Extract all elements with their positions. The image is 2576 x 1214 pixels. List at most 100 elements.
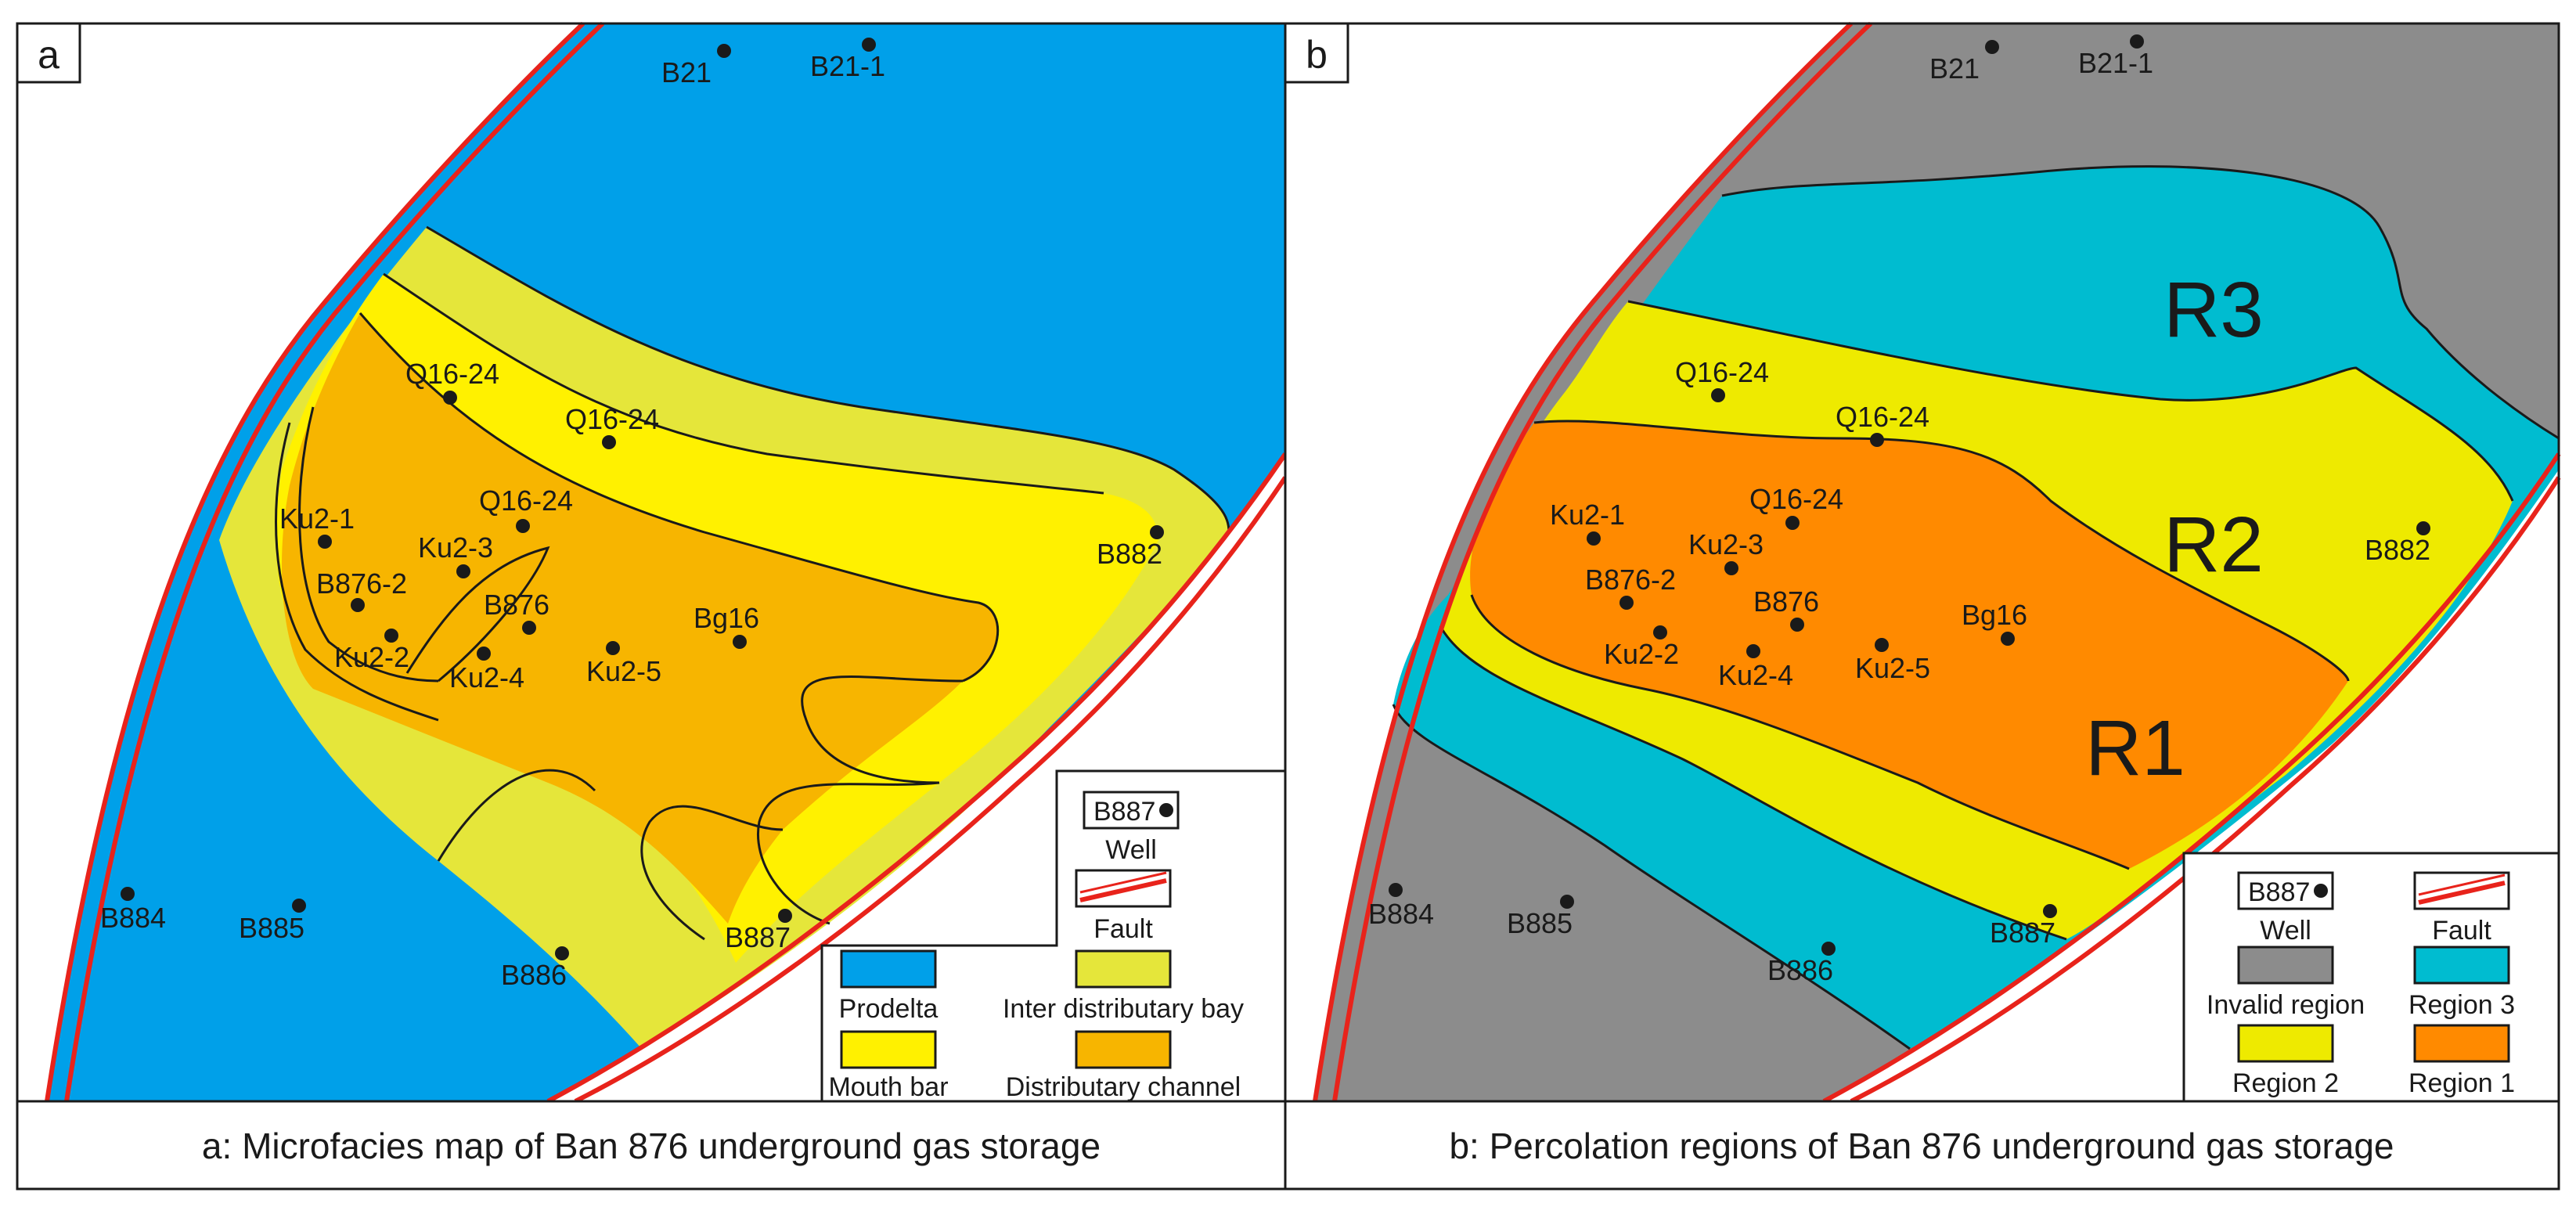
legend-swatch-invalid-region	[2237, 946, 2334, 985]
svg-text:B884: B884	[100, 902, 166, 934]
legend-swatch-distributary-channel	[1075, 1030, 1172, 1069]
svg-text:Q16-24: Q16-24	[565, 403, 659, 435]
well-marker[interactable]: B882	[1097, 525, 1164, 570]
legend-swatch-region2	[2237, 1024, 2334, 1063]
well-marker[interactable]: B21	[1929, 40, 1999, 85]
svg-text:Ku2-2: Ku2-2	[334, 641, 409, 673]
well-marker[interactable]: B886	[501, 946, 569, 991]
well-marker[interactable]: Ku2-5	[586, 641, 661, 687]
well-marker[interactable]: B21	[661, 44, 731, 88]
svg-text:Ku2-5: Ku2-5	[1855, 652, 1930, 684]
svg-text:Distributary channel: Distributary channel	[1006, 1072, 1241, 1102]
well-marker[interactable]: Ku2-3	[1688, 528, 1764, 575]
panel-b-letter-box	[1284, 22, 1349, 84]
fault-lines-b	[1313, 21, 2561, 1104]
svg-text:Region 1: Region 1	[2408, 1068, 2515, 1098]
well-marker[interactable]: B885	[239, 899, 306, 944]
svg-text:B885: B885	[1507, 907, 1573, 939]
region1-area	[1470, 420, 2348, 869]
panel-a: a B21 B21-1 Q16-24 Q16-24 Q16-24 Ku2-1 K…	[16, 21, 1288, 1191]
svg-text:B876-2: B876-2	[1585, 564, 1676, 596]
svg-text:B21-1: B21-1	[810, 50, 885, 82]
svg-text:Prodelta: Prodelta	[839, 994, 939, 1024]
well-marker[interactable]: Ku2-4	[449, 647, 524, 693]
well-marker[interactable]: Ku2-5	[1855, 638, 1930, 684]
well-marker[interactable]: B887	[725, 909, 792, 953]
svg-text:B885: B885	[239, 912, 304, 944]
svg-text:Fault: Fault	[2432, 916, 2491, 946]
svg-text:Q16-24: Q16-24	[1749, 483, 1843, 515]
well-marker[interactable]: Bg16	[1962, 599, 2027, 646]
well-marker[interactable]: B876-2	[316, 567, 407, 612]
well-marker[interactable]: B885	[1507, 895, 1574, 939]
svg-text:Ku2-2: Ku2-2	[1604, 638, 1679, 670]
svg-text:Ku2-1: Ku2-1	[1550, 499, 1625, 531]
region-label-r2: R2	[2163, 501, 2264, 589]
well-marker[interactable]: Q16-24	[1749, 483, 1843, 530]
outside-fault-left	[17, 23, 583, 1101]
legend-swatch-mouth-bar	[840, 1030, 937, 1069]
well-marker[interactable]: Q16-24	[479, 485, 573, 533]
svg-text:Ku2-3: Ku2-3	[1688, 528, 1764, 560]
caption-b: b: Percolation regions of Ban 876 underg…	[1449, 1126, 2394, 1166]
svg-text:B886: B886	[501, 959, 567, 991]
svg-text:B887: B887	[1093, 797, 1155, 827]
well-marker[interactable]: Ku2-2	[1604, 625, 1679, 670]
well-marker[interactable]: Ku2-1	[279, 503, 355, 549]
well-marker[interactable]: B876-2	[1585, 564, 1676, 610]
svg-text:B887: B887	[2248, 877, 2310, 907]
well-marker[interactable]: B884	[1368, 883, 1434, 930]
svg-text:B876: B876	[1753, 585, 1819, 618]
legend-fault-symbol	[1075, 869, 1172, 908]
well-marker[interactable]: B882	[2365, 521, 2430, 566]
well-marker[interactable]: B884	[100, 887, 166, 934]
caption-a: a: Microfacies map of Ban 876 undergroun…	[202, 1126, 1101, 1166]
well-marker[interactable]: B21-1	[2078, 34, 2153, 79]
svg-text:Fault: Fault	[1093, 914, 1153, 944]
well-marker[interactable]: Q16-24	[405, 358, 499, 405]
well-marker[interactable]: Bg16	[694, 602, 759, 649]
well-marker[interactable]: Q16-24	[565, 403, 659, 449]
well-marker[interactable]: B876	[1753, 585, 1819, 632]
svg-text:Mouth bar: Mouth bar	[828, 1072, 948, 1102]
svg-text:B887: B887	[725, 921, 791, 953]
svg-text:B21: B21	[1929, 52, 1980, 85]
svg-text:Q16-24: Q16-24	[405, 358, 499, 390]
distributary-channel-area	[282, 313, 998, 924]
well-marker[interactable]: Q16-24	[1836, 401, 1929, 447]
svg-text:Region 3: Region 3	[2408, 990, 2515, 1020]
svg-text:Q16-24: Q16-24	[1836, 401, 1929, 433]
svg-text:B876-2: B876-2	[316, 567, 407, 600]
svg-text:Q16-24: Q16-24	[1675, 356, 1769, 388]
svg-text:B887: B887	[1990, 917, 2055, 949]
well-marker[interactable]: Ku2-3	[418, 531, 493, 578]
legend-swatch-prodelta	[840, 949, 937, 989]
well-marker[interactable]: B876	[484, 589, 549, 635]
svg-text:Ku2-5: Ku2-5	[586, 655, 661, 687]
svg-text:Invalid region: Invalid region	[2207, 990, 2365, 1020]
legend-swatch-region1	[2413, 1024, 2510, 1063]
svg-text:Ku2-4: Ku2-4	[1718, 659, 1793, 691]
facies-contour-lines	[275, 225, 1230, 941]
well-marker[interactable]: B887	[1990, 904, 2057, 949]
svg-text:B21: B21	[661, 56, 712, 88]
panel-a-letter-box	[16, 22, 81, 84]
well-marker[interactable]: B886	[1767, 942, 1836, 986]
caption-a-box	[16, 1100, 1287, 1191]
legend-swatch-interdistributary-bay	[1075, 949, 1172, 989]
wells-b: B21 B21-1 Q16-24 Q16-24 Q16-24 Ku2-1 Ku2…	[1368, 34, 2430, 986]
svg-text:B884: B884	[1368, 898, 1434, 930]
svg-text:Well: Well	[1105, 835, 1157, 865]
svg-text:Bg16: Bg16	[694, 602, 759, 634]
well-marker[interactable]: Ku2-1	[1550, 499, 1625, 546]
svg-text:Well: Well	[2260, 916, 2311, 946]
panel-a-letter: a	[38, 33, 59, 77]
well-marker[interactable]: B21-1	[810, 38, 885, 82]
well-marker[interactable]: Q16-24	[1675, 356, 1769, 402]
svg-text:B886: B886	[1767, 954, 1833, 986]
well-marker[interactable]: Ku2-2	[334, 629, 409, 673]
well-marker[interactable]: Ku2-4	[1718, 644, 1793, 691]
wells-a: B21 B21-1 Q16-24 Q16-24 Q16-24 Ku2-1 Ku2…	[100, 38, 1164, 991]
panel-b: b R3 R2 R1 B21 B21-1 Q16-24 Q16-24 Q16-2…	[1284, 21, 2561, 1191]
svg-text:Region 2: Region 2	[2232, 1068, 2339, 1098]
